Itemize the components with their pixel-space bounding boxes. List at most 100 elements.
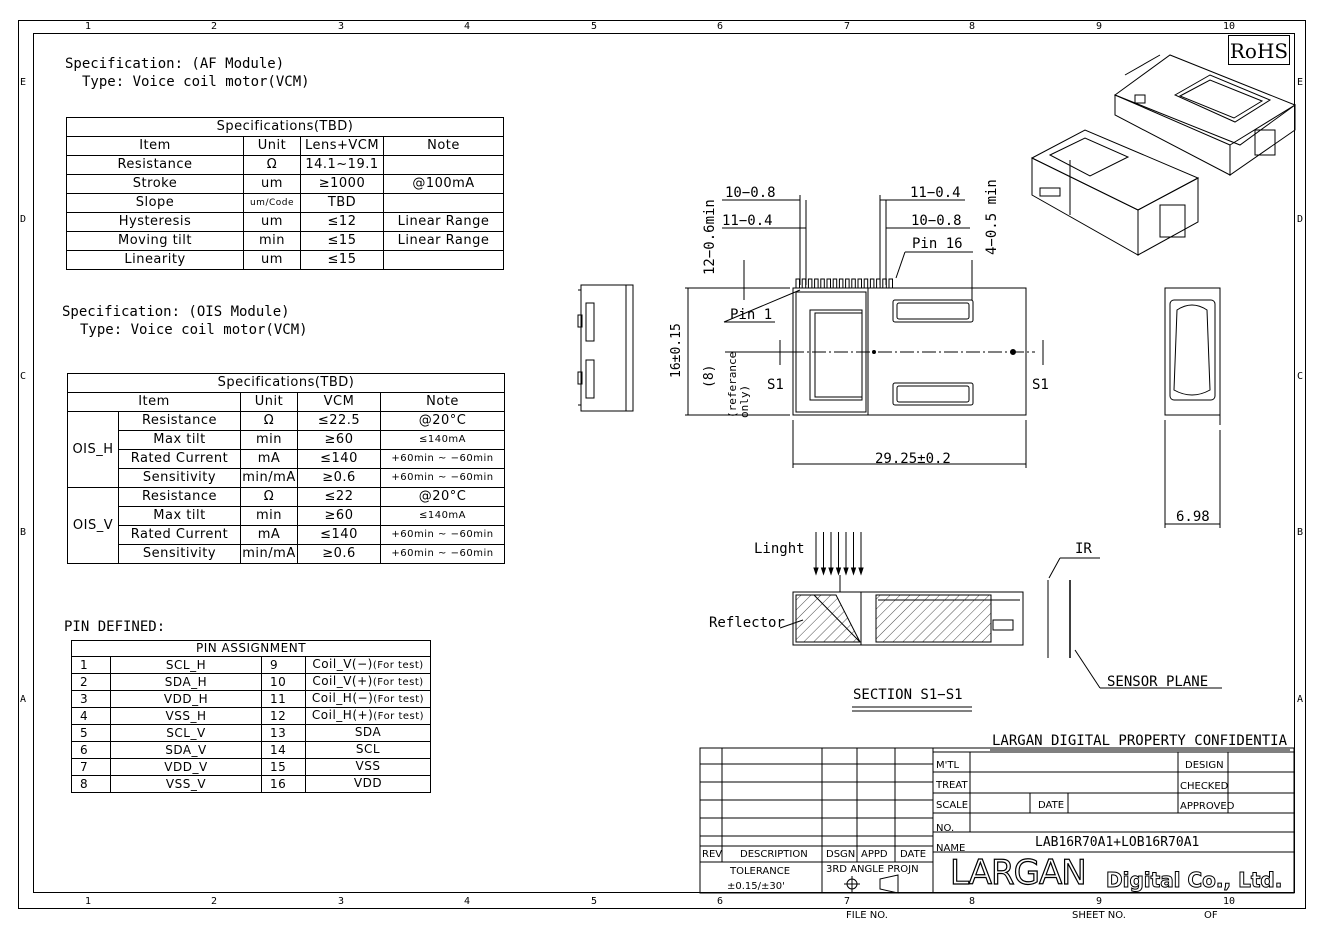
- grid-column-label: 8: [969, 896, 976, 907]
- connector-pin: [832, 278, 838, 289]
- title-block: [699, 747, 1295, 894]
- pin-cell: 16: [261, 775, 306, 793]
- dim-pitch-2: 10−0.8: [911, 213, 962, 229]
- dim-height: 16±0.15: [669, 323, 684, 378]
- ois-cell: Sensitivity: [118, 544, 241, 564]
- af-cell: um: [243, 250, 301, 270]
- reference-note: (referance only): [726, 351, 751, 418]
- pin-note: (For test): [373, 711, 425, 722]
- ois-cell: ≤22: [297, 487, 381, 507]
- pin-signal: SDA: [354, 725, 382, 739]
- pin16-label: Pin 16: [912, 236, 963, 252]
- pin-cell: VSS_V: [110, 775, 262, 793]
- connector-pin: [801, 278, 807, 289]
- dsgn-label: DSGN: [826, 849, 856, 860]
- rev-label: REV: [702, 849, 723, 860]
- connector-pin: [857, 278, 862, 289]
- date2-label: DATE: [900, 849, 927, 860]
- ois-spec-table: Specifications(TBD) Item Unit VCM Note O…: [67, 373, 505, 564]
- sheet-no-label: SHEET NO.: [1072, 910, 1126, 921]
- dim-pin-length: 12−0.6min: [702, 199, 718, 275]
- mtl-label: M'TL: [936, 760, 960, 771]
- approved-label: APPROVED: [1180, 801, 1235, 812]
- dim-depth: 6.98: [1176, 509, 1210, 525]
- af-title: Specification: (AF Module): [65, 56, 285, 72]
- rohs-label: RoHS: [1229, 39, 1289, 63]
- grid-column-label: 8: [969, 21, 976, 32]
- outer-border: [18, 20, 1306, 909]
- light-label: Linght: [754, 541, 805, 557]
- file-no-label: FILE NO.: [846, 910, 888, 921]
- dim-pin-width-2: 11−0.4: [910, 185, 961, 201]
- grid-column-label: 9: [1096, 21, 1103, 32]
- ois-cell: Resistance: [118, 487, 241, 507]
- grid-column-label: 4: [464, 21, 471, 32]
- af-header: Lens+VCM: [300, 136, 384, 156]
- grid-column-label: 9: [1096, 896, 1103, 907]
- af-cell: Linear Range: [383, 231, 504, 251]
- pin-table-title: PIN ASSIGNMENT: [71, 640, 431, 657]
- pin-note: (For test): [372, 677, 424, 688]
- rohs-mark: RoHS: [1228, 35, 1290, 65]
- grid-column-label: 3: [338, 21, 345, 32]
- pin-signal: Coil_V(−): [312, 657, 373, 671]
- part-number: LAB16R70A1+LOB16R70A1: [1035, 835, 1200, 850]
- af-spec-table: Specifications(TBD) Item Unit Lens+VCM N…: [66, 117, 504, 270]
- drawing-border: [33, 33, 1295, 893]
- ois-cell: ≥60: [297, 506, 381, 526]
- section-label: SECTION S1−S1: [853, 687, 963, 703]
- grid-column-label: 2: [211, 21, 218, 32]
- grid-column-label: 10: [1223, 896, 1236, 907]
- dim-half-height: (8): [702, 364, 717, 388]
- grid-column-label: 5: [591, 21, 598, 32]
- grid-row-label: C: [1297, 371, 1304, 382]
- grid-column-label: 1: [85, 21, 92, 32]
- connector-pin: [851, 278, 856, 289]
- section-mark-right: S1: [1032, 377, 1049, 393]
- connector-pin: [826, 278, 831, 289]
- af-cell: min: [243, 231, 301, 251]
- af-cell: ≥1000: [300, 174, 384, 194]
- ois-cell: Max tilt: [118, 506, 241, 526]
- pin1-label: Pin 1: [730, 307, 773, 323]
- light-ray-arrow: [835, 567, 842, 576]
- grid-row-label: E: [20, 77, 27, 88]
- pin-note: (For test): [372, 660, 424, 671]
- ois-cell: Resistance: [118, 411, 241, 431]
- section-view: [792, 591, 1024, 646]
- light-ray-arrow: [843, 567, 849, 576]
- grid-column-label: 4: [464, 896, 471, 907]
- ois-header: VCM: [297, 392, 381, 412]
- isometric-view-af: [1030, 129, 1200, 256]
- grid-row-label: E: [1297, 77, 1304, 88]
- light-ray-arrow: [813, 567, 819, 576]
- af-cell: Slope: [66, 193, 244, 213]
- af-cell: [383, 250, 504, 270]
- connector-pin: [863, 278, 869, 289]
- connector-pin: [814, 278, 819, 289]
- grid-column-label: 3: [338, 896, 345, 907]
- connector-pin: [820, 278, 825, 289]
- dim-pin-length-2: 4−0.5 min: [984, 179, 1000, 255]
- ois-cell: ≤140: [297, 525, 381, 545]
- pin-cell: SDA: [305, 724, 431, 742]
- pin-signal: Coil_V(+): [312, 674, 373, 688]
- pin-signal: Coil_H(−): [311, 691, 374, 705]
- ois-cell: @20°C: [380, 487, 505, 507]
- grid-column-label: 7: [844, 21, 851, 32]
- grid-row-label: B: [1297, 527, 1304, 538]
- ois-cell: +60min ~ −60min: [380, 544, 505, 564]
- side-view-right: [1164, 287, 1221, 416]
- section-mark-left: S1: [767, 377, 784, 393]
- grid-column-label: 1: [85, 896, 92, 907]
- grid-column-label: 6: [717, 896, 724, 907]
- confidential-label: LARGAN DIGITAL PROPERTY CONFIDENTIA: [992, 733, 1288, 749]
- grid-row-label: B: [20, 527, 27, 538]
- pin-cell: VDD_V: [110, 758, 262, 776]
- ois-cell: Sensitivity: [118, 468, 241, 488]
- pin-cell: Coil_V(−)(For test): [305, 656, 431, 674]
- ois-cell: min: [240, 430, 298, 450]
- pin-signal: SCL: [355, 742, 381, 756]
- light-ray-arrow: [858, 567, 864, 576]
